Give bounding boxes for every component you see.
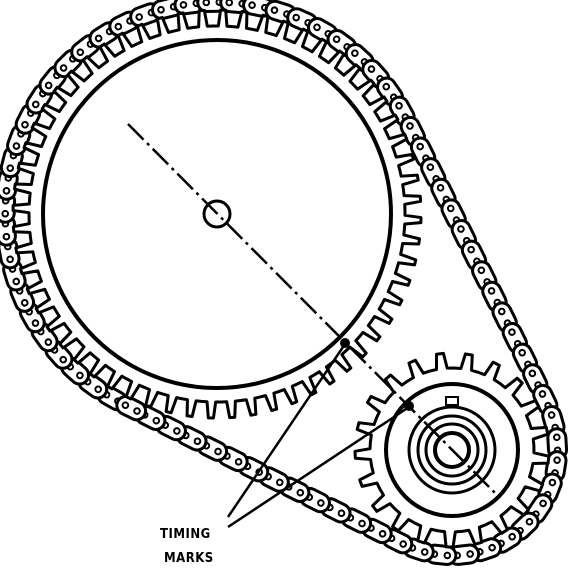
timing-chain bbox=[0, 0, 569, 566]
crankshaft-hub-ring-3 bbox=[424, 422, 480, 478]
timing-marks-label-line1: TIMING bbox=[160, 527, 211, 542]
center-line bbox=[127, 123, 501, 499]
chain-link bbox=[115, 394, 148, 422]
crankshaft-hub-ring-1 bbox=[407, 405, 497, 495]
crankshaft-keyway bbox=[445, 396, 459, 406]
chain-link bbox=[88, 21, 120, 49]
crankshaft-hub-ring-2 bbox=[416, 414, 488, 486]
leader-line-camshaft bbox=[226, 346, 345, 518]
timing-mark-crankshaft bbox=[404, 401, 414, 411]
timing-mark-camshaft bbox=[340, 338, 350, 348]
leader-line-crankshaft bbox=[227, 407, 407, 529]
chain-link bbox=[471, 260, 498, 292]
timing-marks-label-line2: MARKS bbox=[164, 551, 214, 566]
